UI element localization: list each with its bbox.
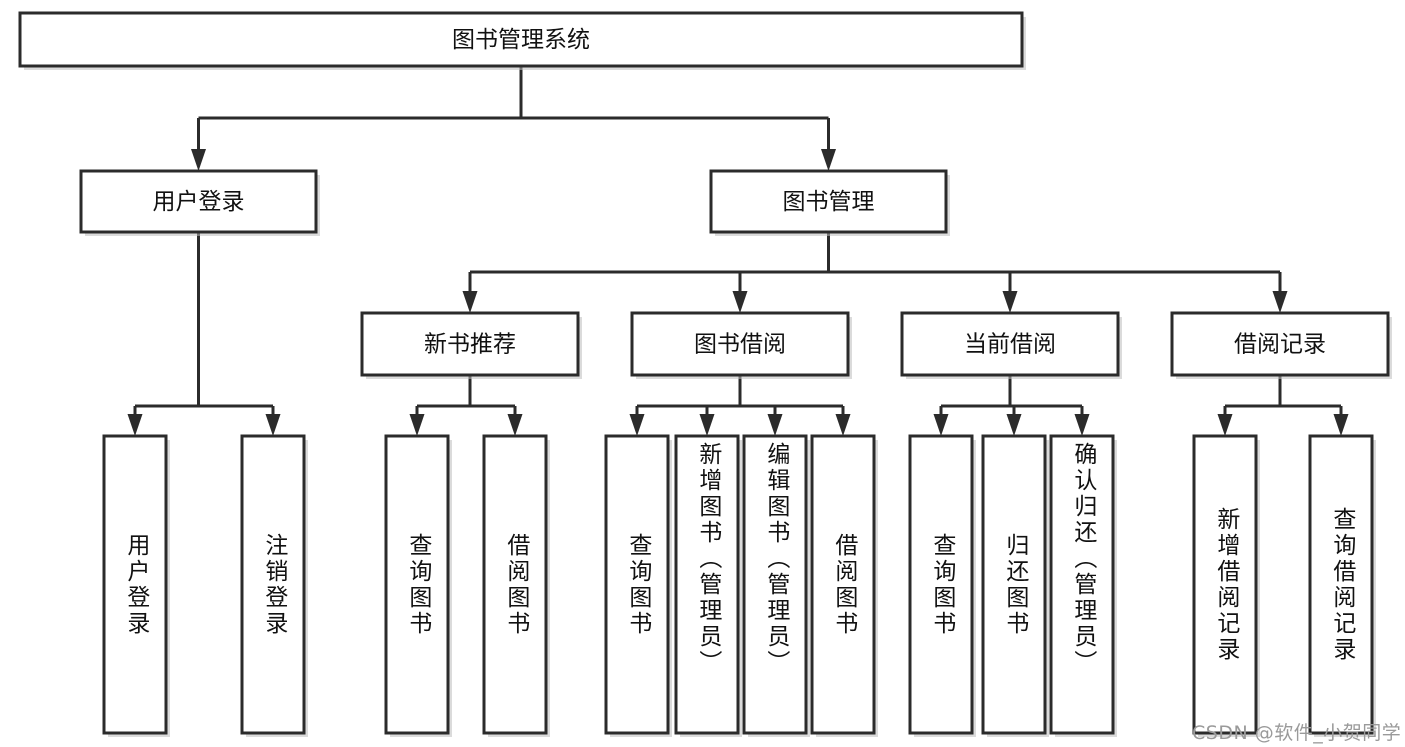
- arrow-head-icon: [1333, 414, 1349, 436]
- arrow-head-icon: [1272, 291, 1288, 313]
- node-box-root[interactable]: [18, 11, 1024, 68]
- arrow-head-icon: [629, 414, 645, 436]
- node-box-level3[interactable]: [360, 311, 580, 377]
- arrow-head-icon: [699, 414, 715, 436]
- node-label: 当前借阅: [964, 332, 1056, 358]
- node-box-leaf[interactable]: [384, 434, 450, 735]
- node-box-leaf[interactable]: [604, 434, 670, 735]
- node-box-leaf[interactable]: [240, 434, 306, 735]
- node-box-level2[interactable]: [709, 169, 948, 234]
- node-box-leaf[interactable]: [1049, 434, 1115, 735]
- arrow-head-icon: [1006, 414, 1022, 436]
- node-label: 用户登录: [153, 189, 245, 215]
- node-box-leaf[interactable]: [810, 434, 876, 735]
- node-box-level3[interactable]: [900, 311, 1120, 377]
- arrow-head-icon: [1217, 414, 1233, 436]
- node-box-leaf[interactable]: [742, 434, 808, 735]
- arrow-head-icon: [821, 149, 836, 171]
- box-layer: [18, 11, 1390, 735]
- node-box-leaf[interactable]: [482, 434, 548, 735]
- node-label: 图书管理: [783, 189, 875, 215]
- node-box-level2[interactable]: [79, 169, 318, 234]
- node-box-leaf[interactable]: [102, 434, 168, 735]
- node-box-level3[interactable]: [1170, 311, 1390, 377]
- arrow-head-icon: [767, 414, 783, 436]
- arrow-head-icon: [507, 414, 523, 436]
- node-box-leaf[interactable]: [908, 434, 974, 735]
- arrow-head-icon: [835, 414, 851, 436]
- node-box-leaf[interactable]: [981, 434, 1047, 735]
- node-label: 图书借阅: [694, 332, 786, 358]
- node-box-leaf[interactable]: [674, 434, 740, 735]
- arrow-head-icon: [732, 291, 748, 313]
- node-box-level3[interactable]: [630, 311, 850, 377]
- watermark-text: CSDN @软件_小贺同学: [1192, 722, 1402, 744]
- connector-layer: [127, 66, 1349, 436]
- arrow-head-icon: [191, 149, 206, 171]
- node-box-leaf[interactable]: [1192, 434, 1258, 735]
- arrow-head-icon: [1002, 291, 1018, 313]
- arrow-head-icon: [1074, 414, 1090, 436]
- node-label: 图书管理系统: [452, 27, 590, 53]
- arrow-head-icon: [409, 414, 425, 436]
- node-label: 借阅记录: [1234, 332, 1326, 358]
- node-box-leaf[interactable]: [1308, 434, 1374, 735]
- arrow-head-icon: [462, 291, 478, 313]
- arrow-head-icon: [265, 414, 281, 436]
- arrow-head-icon: [933, 414, 949, 436]
- arrow-head-icon: [127, 414, 143, 436]
- node-label: 新书推荐: [424, 332, 516, 358]
